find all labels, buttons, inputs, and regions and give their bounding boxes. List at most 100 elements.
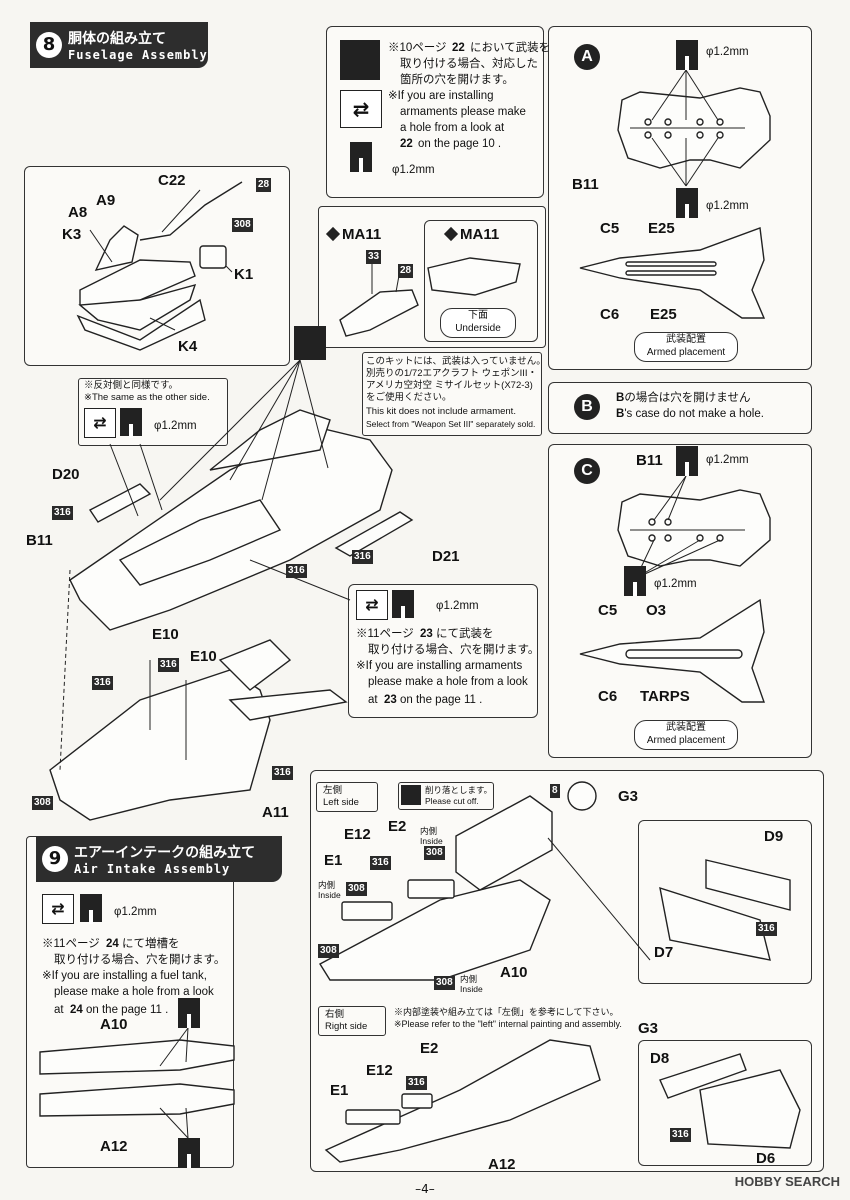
- note11-line-2: 取り付ける場合、穴を開けます。: [368, 644, 540, 656]
- both-sides-arrows-icon: ⇄: [42, 894, 74, 924]
- both-sides-arrows-icon: ⇄: [340, 90, 382, 128]
- cut-jp: 削り落とします。: [425, 785, 493, 795]
- label-a8: A8: [68, 204, 88, 221]
- callout-c-drill-bottom: φ1.2mm: [654, 578, 697, 590]
- note11-line-1b: にて武装を: [436, 628, 494, 640]
- inside-label-1: 内側 Inside: [420, 826, 443, 846]
- inside-label-2: 内側 Inside: [318, 880, 341, 900]
- callout-a-drill-top-icon: [676, 40, 698, 70]
- callout-c-pill-jp: 武装配置: [666, 722, 706, 733]
- drill-icon: [80, 894, 102, 924]
- subassembly-1-drawing: [76, 181, 243, 351]
- label-a9: A9: [96, 192, 116, 209]
- callout-c-o3: O3: [646, 602, 667, 619]
- note9-ref: 24: [106, 938, 119, 950]
- label-e10-a: E10: [152, 626, 179, 643]
- label-step9-a10: A10: [100, 1016, 128, 1033]
- note9-line-1a: ※11ページ: [42, 938, 100, 950]
- inside-label-3: 内側 Inside: [460, 974, 483, 994]
- label-right-e12: E12: [366, 1062, 393, 1079]
- top-note-line-3: 箇所の穴を開けます。: [400, 74, 514, 86]
- right-side-en: Right side: [325, 1021, 368, 1032]
- drill-icon: [120, 408, 142, 438]
- ref-33: 33: [366, 250, 382, 264]
- cut-warning-icon: [340, 40, 380, 80]
- label-right-d6: D6: [756, 1150, 776, 1167]
- label-right-d8: D8: [650, 1050, 670, 1067]
- left-side-title: 左側 Left side: [316, 782, 378, 812]
- cut-en: Please cut off.: [425, 796, 479, 806]
- ref-left-316: 316: [370, 856, 391, 870]
- ref-316-6: 316: [272, 766, 293, 780]
- cut-warning-icon: [294, 326, 326, 360]
- callout-a-pill: 武装配置 Armed placement: [634, 332, 738, 362]
- top-note-ref: 22: [452, 42, 465, 54]
- label-right-e2: E2: [420, 1040, 439, 1057]
- callout-c-badge: C: [574, 458, 600, 484]
- right-side-note-en: ※Please refer to the "left" internal pai…: [394, 1019, 622, 1029]
- both-sides-arrows-icon: ⇄: [84, 408, 116, 438]
- note11-drill: φ1.2mm: [436, 600, 479, 612]
- step8-number: 8: [36, 32, 62, 58]
- label-k3: K3: [62, 226, 82, 243]
- diamond-icon: [325, 226, 341, 242]
- label-left-g3: G3: [618, 788, 639, 805]
- armament-note-frame: [362, 352, 542, 436]
- callout-c-b11: B11: [636, 452, 663, 469]
- label-ma11-right-text: MA11: [460, 226, 500, 243]
- label-left-e1: E1: [324, 852, 343, 869]
- note9-line-1b: にて増槽を: [122, 938, 180, 950]
- ref-28-a: 28: [256, 178, 272, 192]
- callout-c-c6: C6: [598, 688, 618, 705]
- label-d20: D20: [52, 466, 80, 483]
- note11-line-1a: ※11ページ: [356, 628, 414, 640]
- callout-a-drill-bottom-icon: [676, 188, 698, 218]
- label-e10-b: E10: [190, 648, 217, 665]
- callout-a-drill-bottom: φ1.2mm: [706, 200, 749, 212]
- note11-line-3: ※If you are installing armaments: [356, 660, 523, 672]
- callout-c-drill-top-icon: [676, 446, 698, 476]
- ref-308-main: 308: [32, 796, 53, 810]
- right-side-jp: 右側: [325, 1009, 345, 1020]
- label-step9-a12: A12: [100, 1138, 128, 1155]
- underside-pill-en: Underside: [455, 323, 501, 334]
- top-note-line-7: on the page 10 .: [418, 138, 502, 150]
- top-note-line-1b: において武装を: [470, 42, 551, 54]
- same-note-jp: ※反対側と同様です。: [84, 380, 179, 391]
- left-side-en: Left side: [323, 797, 359, 808]
- note11-line-6: on the page 11 .: [400, 694, 483, 706]
- ref-left-316-b: 316: [756, 922, 777, 936]
- step9-title-en: Air Intake Assembly: [74, 862, 231, 876]
- same-note-en: ※The same as the other side.: [84, 392, 210, 403]
- callout-a-b11: B11: [572, 176, 599, 193]
- ref-left-308-c: 308: [318, 944, 339, 958]
- callout-a-c6: C6: [600, 306, 620, 323]
- top-note-drill: φ1.2mm: [392, 164, 435, 176]
- top-note-line-1a: ※10ページ: [388, 42, 447, 54]
- label-left-e2: E2: [388, 818, 407, 835]
- callout-a-pill-en: Armed placement: [646, 347, 726, 358]
- ref-316-4: 316: [158, 658, 179, 672]
- note11-ref: 23: [420, 628, 433, 640]
- callout-c-drill-top: φ1.2mm: [706, 454, 749, 466]
- ref-316-3: 316: [286, 564, 307, 578]
- left-side-jp: 左側: [323, 785, 343, 796]
- both-sides-arrows-icon: ⇄: [356, 590, 388, 620]
- ref-left-8: 8: [550, 784, 560, 798]
- label-ma11-left-text: MA11: [342, 226, 382, 243]
- ref-28-b: 28: [398, 264, 414, 278]
- step8-header: 8 胴体の組み立て Fuselage Assembly: [30, 22, 208, 68]
- right-side-title: 右側 Right side: [318, 1006, 386, 1036]
- note11-line-5: at: [368, 694, 378, 706]
- label-k4: K4: [178, 338, 198, 355]
- callout-b-badge: B: [574, 394, 600, 420]
- label-right-e1: E1: [330, 1082, 349, 1099]
- ref-left-308-b: 308: [346, 882, 367, 896]
- armament-note-1: このキットには、武装は入っていません。: [366, 356, 546, 367]
- watermark: HOBBY SEARCH: [734, 1174, 840, 1189]
- callout-c-drill-bottom-icon: [624, 566, 646, 596]
- callout-a-e25-top: E25: [648, 220, 675, 237]
- cut-note: 削り落とします。 Please cut off.: [398, 782, 494, 810]
- cut-icon: [401, 785, 421, 805]
- armament-note-6: Select from "Weapon Set III" separately …: [366, 419, 536, 429]
